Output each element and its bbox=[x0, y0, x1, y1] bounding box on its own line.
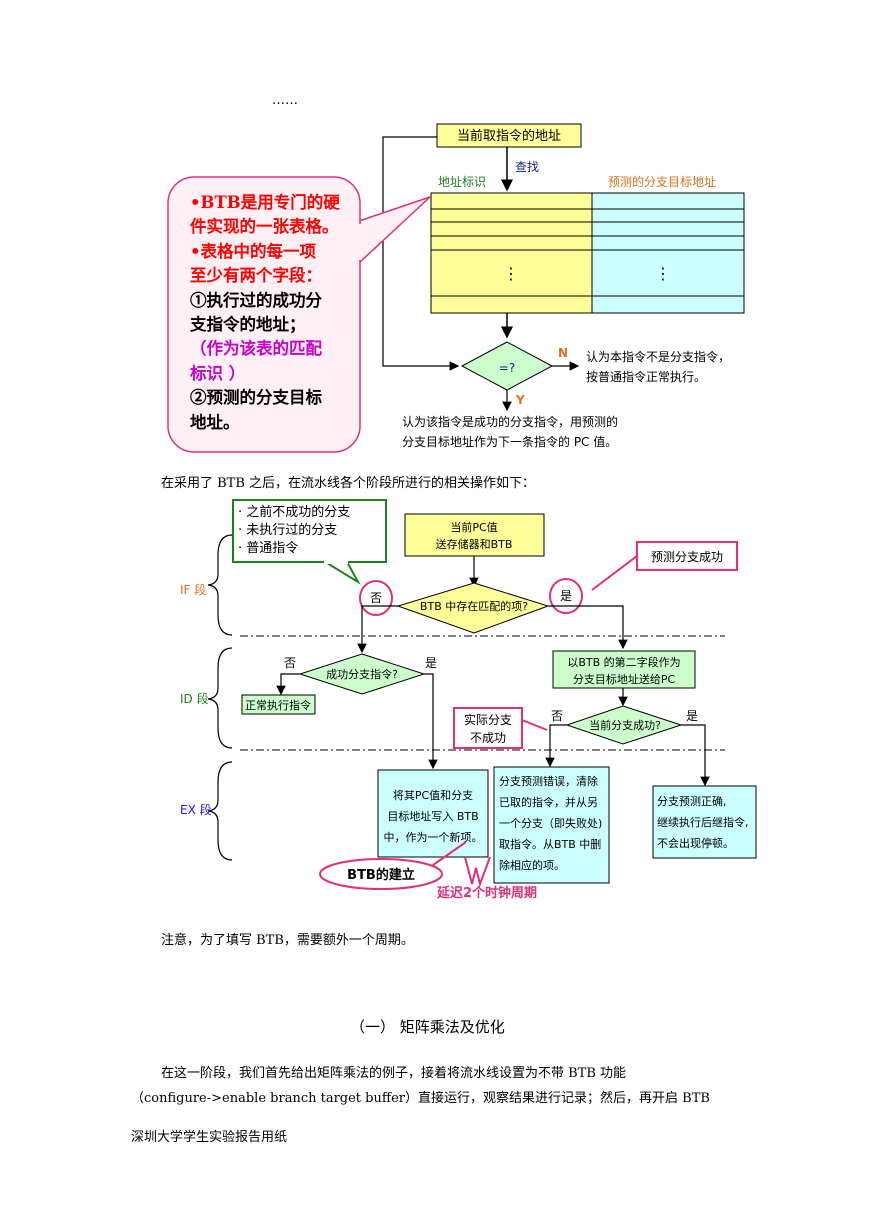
paragraph-3-line1: 在这一阶段，我们首先给出矩阵乘法的例子，接着将流水线设置为不带 BTB 功能 bbox=[161, 1066, 627, 1081]
mispredict-box bbox=[493, 766, 610, 884]
page-footer: 深圳大学学生实验报告用纸 bbox=[131, 1130, 288, 1145]
cur-success-diamond bbox=[565, 705, 683, 745]
if-no-label: 否 bbox=[370, 591, 382, 605]
green-callout-line2: · 未执行过的分支 bbox=[238, 522, 337, 538]
in-btb-diamond bbox=[396, 582, 550, 634]
send-to-pc-line2: 分支目标地址送给PC bbox=[573, 672, 676, 686]
btb-structure-figure: …… 当前取指令的地址 查找 地址标识 预测的分支目标地址 ⋮ ⋮ =? N 认… bbox=[167, 93, 745, 453]
correct-line1: 分支预测正确, bbox=[657, 795, 727, 808]
pc-box-line1: 当前PC值 bbox=[450, 520, 497, 534]
correct-line3: 不会出现停顿。 bbox=[657, 836, 734, 850]
btb-callout bbox=[167, 176, 361, 453]
actual-fail-line1: 实际分支 bbox=[464, 712, 512, 727]
branch-y-label: Y bbox=[515, 393, 525, 407]
id-brace bbox=[207, 647, 233, 749]
current-fetch-address-label: 当前取指令的地址 bbox=[457, 128, 561, 144]
predict-success-label: 预测分支成功 bbox=[651, 550, 723, 564]
compare-label: =? bbox=[499, 361, 515, 375]
correct-line2: 继续执行后继指令, bbox=[657, 815, 749, 829]
delay-label: 延迟2个时钟周期 bbox=[436, 885, 537, 901]
send-to-pc-box bbox=[552, 650, 696, 689]
ex-brace bbox=[207, 761, 233, 861]
stage-if-label: IF 段 bbox=[180, 582, 206, 597]
mispredict-line1: 分支预测错误，清除 bbox=[499, 774, 598, 788]
mispredict-line5: 除相应的项。 bbox=[499, 858, 565, 872]
mispredict-line4: 取指令。从BTB 中删 bbox=[499, 837, 601, 851]
callout-line-5: ①执行过的成功分 bbox=[190, 290, 322, 310]
write-btb-box bbox=[377, 769, 489, 858]
green-callout-line1: · 之前不成功的分支 bbox=[238, 504, 350, 520]
stage-ex-label: EX 段 bbox=[180, 802, 212, 817]
branch-taken-label: 成功分支指令? bbox=[326, 667, 398, 681]
normal-exec-label: 正常执行指令 bbox=[245, 698, 311, 712]
if-brace bbox=[207, 534, 233, 636]
paragraph-after-btb: 在采用了 BTB 之后，在流水线各个阶段所进行的相关操作如下： bbox=[161, 476, 536, 491]
col-target-label: 预测的分支目标地址 bbox=[608, 174, 716, 189]
ex-no-label: 否 bbox=[551, 709, 563, 723]
lookup-label: 查找 bbox=[515, 160, 539, 174]
id-no-label: 否 bbox=[284, 656, 296, 670]
send-to-pc-line1: 以BTB 的第二字段作为 bbox=[567, 655, 680, 669]
branch-taken-diamond bbox=[298, 653, 426, 695]
write-btb-line1: 将其PC值和分支 bbox=[393, 789, 473, 802]
callout-line-4: 至少有两个字段： bbox=[190, 266, 322, 286]
pc-box-line2: 送存储器和BTB bbox=[436, 537, 513, 551]
write-btb-line2: 目标地址写入 BTB bbox=[387, 809, 478, 823]
mispredict-line3: 一个分支（即失败处) bbox=[499, 816, 602, 830]
callout-line-2: 件实现的一张表格。 bbox=[190, 217, 339, 237]
callout-line-3: •表格中的每一项 bbox=[190, 241, 317, 261]
if-yes-label: 是 bbox=[560, 589, 572, 603]
table-dots-left: ⋮ bbox=[503, 264, 519, 283]
callout-line-9: ②预测的分支目标 bbox=[190, 388, 322, 408]
btb-callout-text: •BTB是用专门的硬 件实现的一张表格。 •表格中的每一项 至少有两个字段： ①… bbox=[190, 191, 340, 435]
write-btb-line3: 中，作为一个新项。 bbox=[384, 830, 483, 844]
hit-line1: 认为该指令是成功的分支指令，用预测的 bbox=[402, 414, 618, 429]
callout-line-7: （作为该表的匹配 bbox=[190, 339, 322, 359]
btb-table: ⋮ ⋮ bbox=[430, 192, 745, 314]
branch-n-label: N bbox=[558, 346, 568, 360]
green-callout-line3: · 普通指令 bbox=[238, 541, 298, 556]
table-dots-right: ⋮ bbox=[655, 264, 671, 283]
actual-fail-line2: 不成功 bbox=[470, 731, 506, 745]
callout-line-6: 支指令的地址； bbox=[190, 315, 306, 335]
mispredict-line2: 已取的指令，并从另 bbox=[499, 795, 598, 809]
section-title: （一） 矩阵乘法及优化 bbox=[350, 1018, 505, 1036]
btb-pipeline-figure: · 之前不成功的分支 · 未执行过的分支 · 普通指令 当前PC值 送存储器和B… bbox=[180, 499, 757, 901]
actual-fail-box bbox=[453, 707, 523, 749]
cur-success-label: 当前分支成功? bbox=[589, 718, 661, 732]
btb-build-label: BTB的建立 bbox=[347, 867, 415, 883]
current-fetch-address-box bbox=[436, 123, 582, 148]
top-fragment: …… bbox=[272, 93, 298, 108]
green-callout bbox=[232, 499, 387, 563]
col-tag-label: 地址标识 bbox=[438, 175, 486, 189]
pc-box bbox=[404, 513, 545, 557]
note-paragraph: 注意，为了填写 BTB，需要额外一个周期。 bbox=[161, 933, 414, 948]
predict-success-box bbox=[636, 541, 738, 571]
hit-line2: 分支目标地址作为下一条指令的 PC 值。 bbox=[402, 434, 617, 449]
correct-box bbox=[652, 785, 757, 859]
no-branch-line1: 认为本指令不是分支指令， bbox=[586, 349, 730, 364]
in-btb-label: BTB 中存在匹配的项? bbox=[420, 599, 528, 613]
paragraph-3-line2: （configure->enable branch target buffer）… bbox=[131, 1091, 710, 1106]
callout-line-1: •BTB是用专门的硬 bbox=[190, 193, 340, 212]
stage-id-label: ID 段 bbox=[180, 691, 209, 706]
callout-line-10: 地址。 bbox=[190, 412, 240, 432]
normal-exec-box bbox=[241, 694, 316, 715]
no-branch-line2: 按普通指令正常执行。 bbox=[586, 369, 706, 384]
callout-line-8: 标识 ） bbox=[190, 363, 246, 383]
btb-build-ellipse bbox=[319, 858, 443, 890]
ex-yes-label: 是 bbox=[686, 709, 698, 723]
id-yes-label: 是 bbox=[425, 656, 437, 670]
